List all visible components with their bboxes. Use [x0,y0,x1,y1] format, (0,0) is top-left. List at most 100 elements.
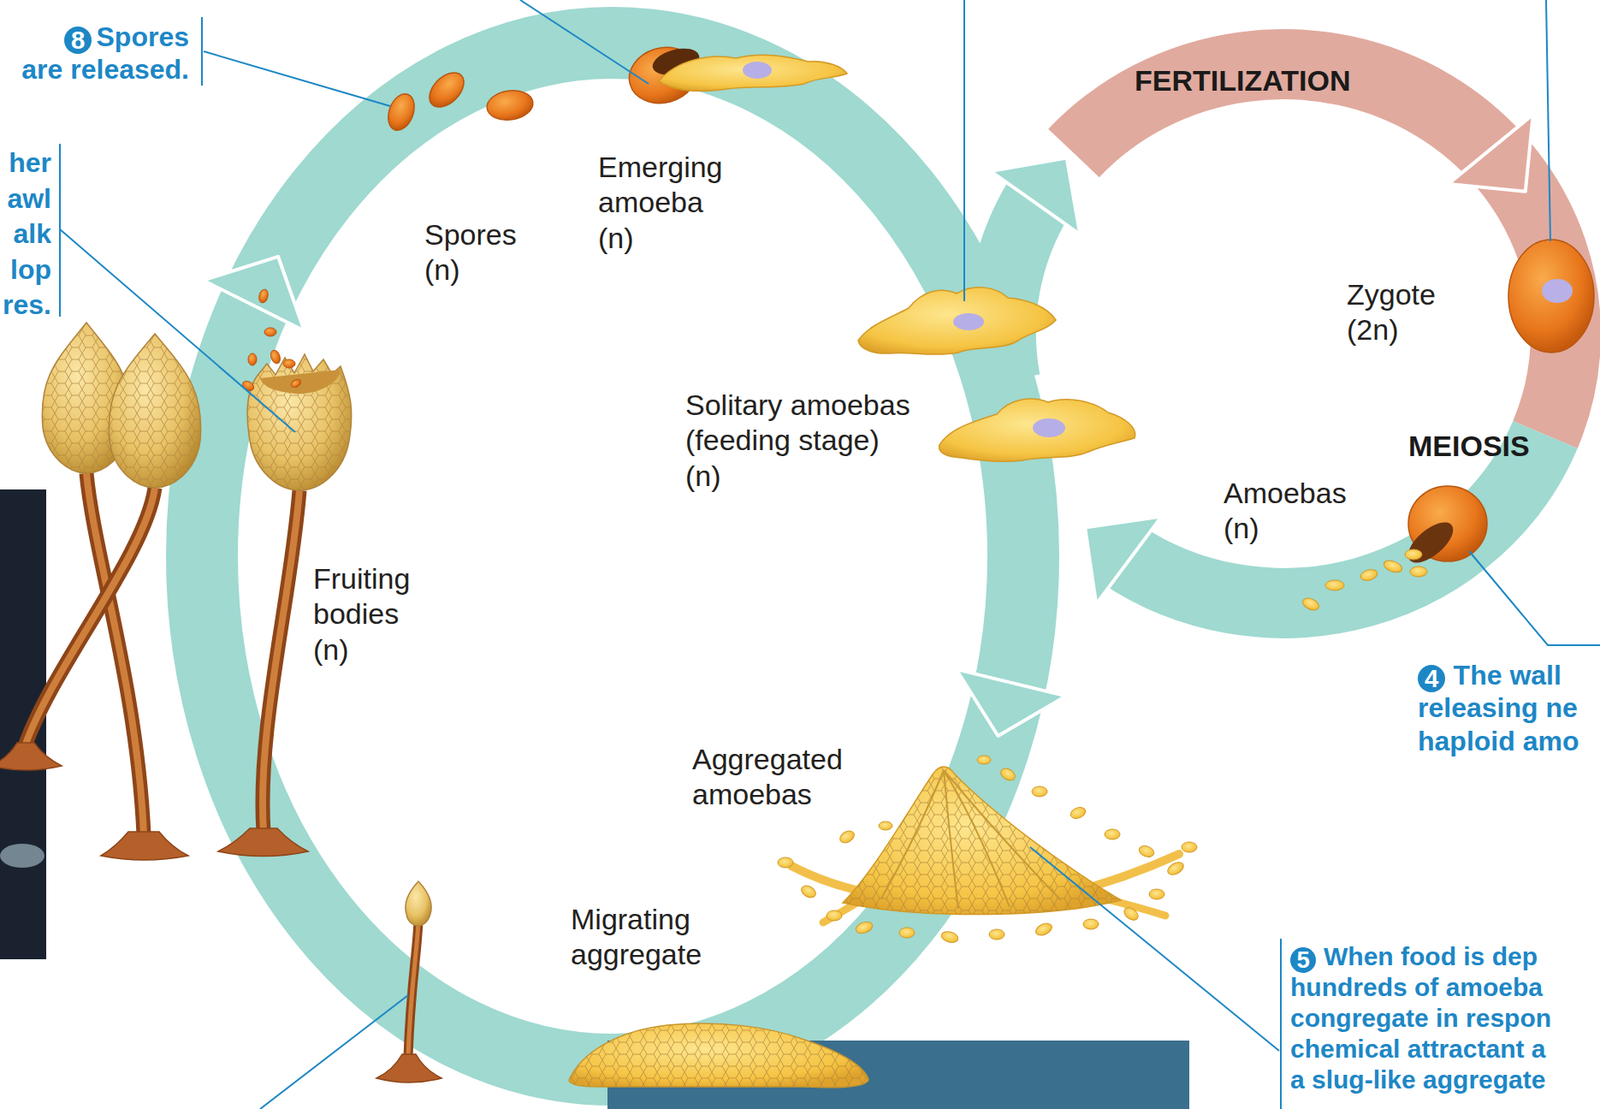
aggregated-amoebas [1083,918,1099,930]
leader-lines [201,17,203,86]
photo-inset [0,843,45,868]
cycle-arrows [1073,64,1566,435]
leader-lines [203,51,391,107]
aggregated-amoebas [1121,905,1141,923]
aggregated-amoebas [940,930,960,945]
emerging-amoeba [742,61,772,79]
cycle-arrows [201,42,1024,1070]
fruiting-bodies [218,828,309,857]
aggregated-amoebas [878,821,893,830]
spores [422,65,470,113]
label-text: Zygote (2n) [1346,278,1436,346]
stage-label: Fruiting bodies (n) [313,561,427,668]
released-spores [290,378,303,390]
meiosis-wall [1300,595,1321,612]
migrating-slug [568,1023,869,1088]
callout-holder: 5 [1290,941,1324,972]
meiosis-wall [1382,558,1405,575]
migrating-slug [568,1023,869,1088]
step-caption: her awl alk lop res. [0,145,52,324]
aggregated-amoebas [799,882,818,900]
solitary-amoebas [953,313,984,331]
migrating-slug [568,1023,869,1088]
callout-number: 8 [64,26,92,54]
zygote [1508,239,1595,353]
emerging-amoeba [658,54,848,91]
spores [383,65,535,134]
fruiting-bodies [108,333,201,488]
aggregated-amoebas [977,755,991,765]
callout-number: 4 [1417,664,1446,693]
stage-label: Solitary amoebas (feeding stage) (n) [685,387,917,494]
fruiting-bodies [108,333,201,488]
aggregated-amoebas [842,766,1121,915]
leader-lines [1469,551,1600,646]
released-spores [240,288,303,393]
leader-lines [260,995,409,1109]
aggregated-amoebas [1031,786,1048,797]
fruiting-bodies [262,490,300,832]
released-spores [269,349,283,365]
caption-text: When food is dep hundreds of amoeba cong… [1290,942,1552,1094]
step-caption: 5When food is dep hundreds of amoeba con… [1290,941,1558,1096]
label-text: Migrating aggregate [570,902,702,971]
solitary-amoebas [858,287,1136,463]
aggregated-amoebas [1095,853,1180,886]
leader-lines [59,229,296,433]
aggregated-amoebas [854,919,875,936]
released-spores [264,327,277,337]
label-text: Fruiting bodies (n) [313,562,410,666]
early-fruiting-body [408,919,419,1057]
callout-holder: 4 [1417,658,1454,692]
aggregated-amoebas [837,828,857,845]
meiosis-wall [1359,568,1379,583]
released-spores [283,359,296,368]
released-spores [248,353,257,366]
aggregated-amoebas [777,755,1198,944]
fruiting-bodies [0,322,352,860]
aggregated-amoebas [1149,888,1165,900]
cycle-arrows [942,669,1066,749]
emerging-amoeba [622,40,848,112]
label-text: Emerging amoeba (n) [598,150,723,255]
stage-label: Emerging amoeba (n) [598,149,735,256]
cycle-arrows [202,231,329,331]
leader-lines [963,0,966,302]
aggregated-amoebas [989,929,1005,940]
early-fruiting-body [376,1054,442,1083]
aggregated-amoebas [899,927,915,938]
aggregated-amoebas [826,910,842,921]
zygote [1508,239,1595,353]
early-fruiting-body [376,881,442,1083]
solitary-amoebas [939,398,1136,462]
fruiting-bodies [23,487,155,749]
fruiting-bodies [262,490,300,832]
caption-text: Spores are released. [21,21,190,85]
leader-lines [1546,0,1551,242]
stage-label: Spores (n) [424,217,529,289]
stage-label: Zygote (2n) [1346,277,1449,349]
fruiting-bodies [260,369,341,394]
aggregated-amoebas [1181,841,1198,853]
fruiting-bodies [100,831,189,860]
spores [485,87,535,123]
meiosis-wall [1404,549,1423,560]
leader-lines [1280,938,1282,1109]
cycle-arrows [990,126,1112,235]
leader-lines [1030,847,1280,1051]
aggregated-amoebas [777,857,794,868]
early-fruiting-body [405,881,432,926]
leader-lines [59,0,1600,1109]
label-text: Solitary amoebas (feeding stage) (n) [685,388,911,492]
label-text: FERTILIZATION [1134,64,1351,97]
fruiting-bodies [247,354,352,491]
process-label: FERTILIZATION [1134,63,1351,99]
meiosis-wall [1410,566,1428,577]
solitary-amoebas [858,287,1056,356]
stage-label: Amoebas (n) [1223,475,1363,547]
aggregated-amoebas [1104,829,1120,840]
aggregated-amoebas [842,766,1121,915]
early-fruiting-body [408,919,419,1057]
aggregated-amoebas [1165,859,1186,878]
